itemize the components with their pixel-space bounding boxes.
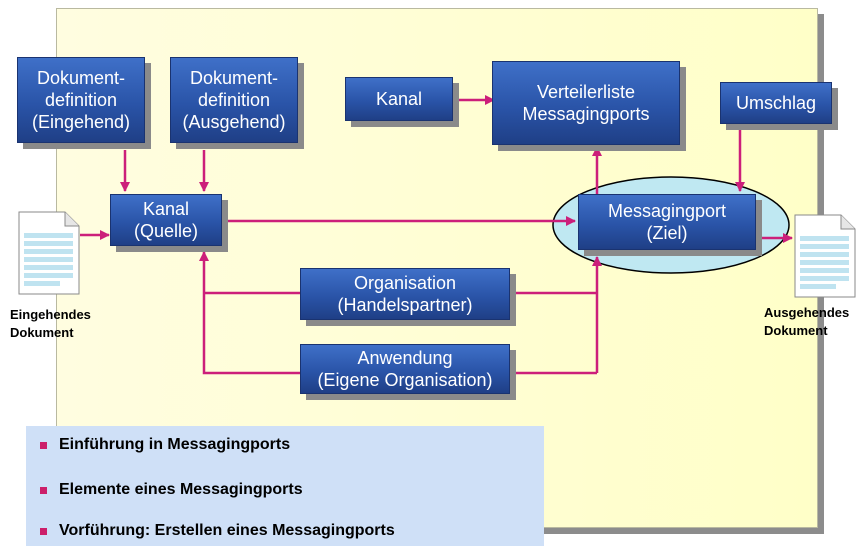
incoming-document-caption: Eingehendes Dokument	[10, 307, 91, 340]
topic-list: Einführung in Messagingports Elemente ei…	[26, 426, 544, 546]
node-dokumentdefinition-eingehend: Dokument-definition(Eingehend)	[17, 57, 145, 143]
list-item: Elemente eines Messagingports	[40, 481, 303, 499]
list-item: Vorführung: Erstellen eines Messagingpor…	[40, 522, 395, 540]
node-dokumentdefinition-ausgehend: Dokument-definition(Ausgehend)	[170, 57, 298, 143]
node-umschlag: Umschlag	[720, 82, 832, 124]
node-anwendung: Anwendung(Eigene Organisation)	[300, 344, 510, 394]
outgoing-document-caption: Ausgehendes Dokument	[764, 305, 850, 338]
outgoing-document-icon	[794, 214, 856, 298]
bullet-icon	[40, 441, 47, 449]
node-kanal-quelle: Kanal(Quelle)	[110, 194, 222, 246]
node-organisation: Organisation(Handelspartner)	[300, 268, 510, 320]
bullet-icon	[40, 527, 47, 535]
incoming-document-icon	[18, 211, 80, 295]
bullet-icon	[40, 486, 47, 494]
node-kanal: Kanal	[345, 77, 453, 121]
node-messagingport-ziel: Messagingport(Ziel)	[578, 194, 756, 250]
connector-loop-to-kanal	[204, 252, 300, 375]
list-item: Einführung in Messagingports	[40, 436, 290, 454]
